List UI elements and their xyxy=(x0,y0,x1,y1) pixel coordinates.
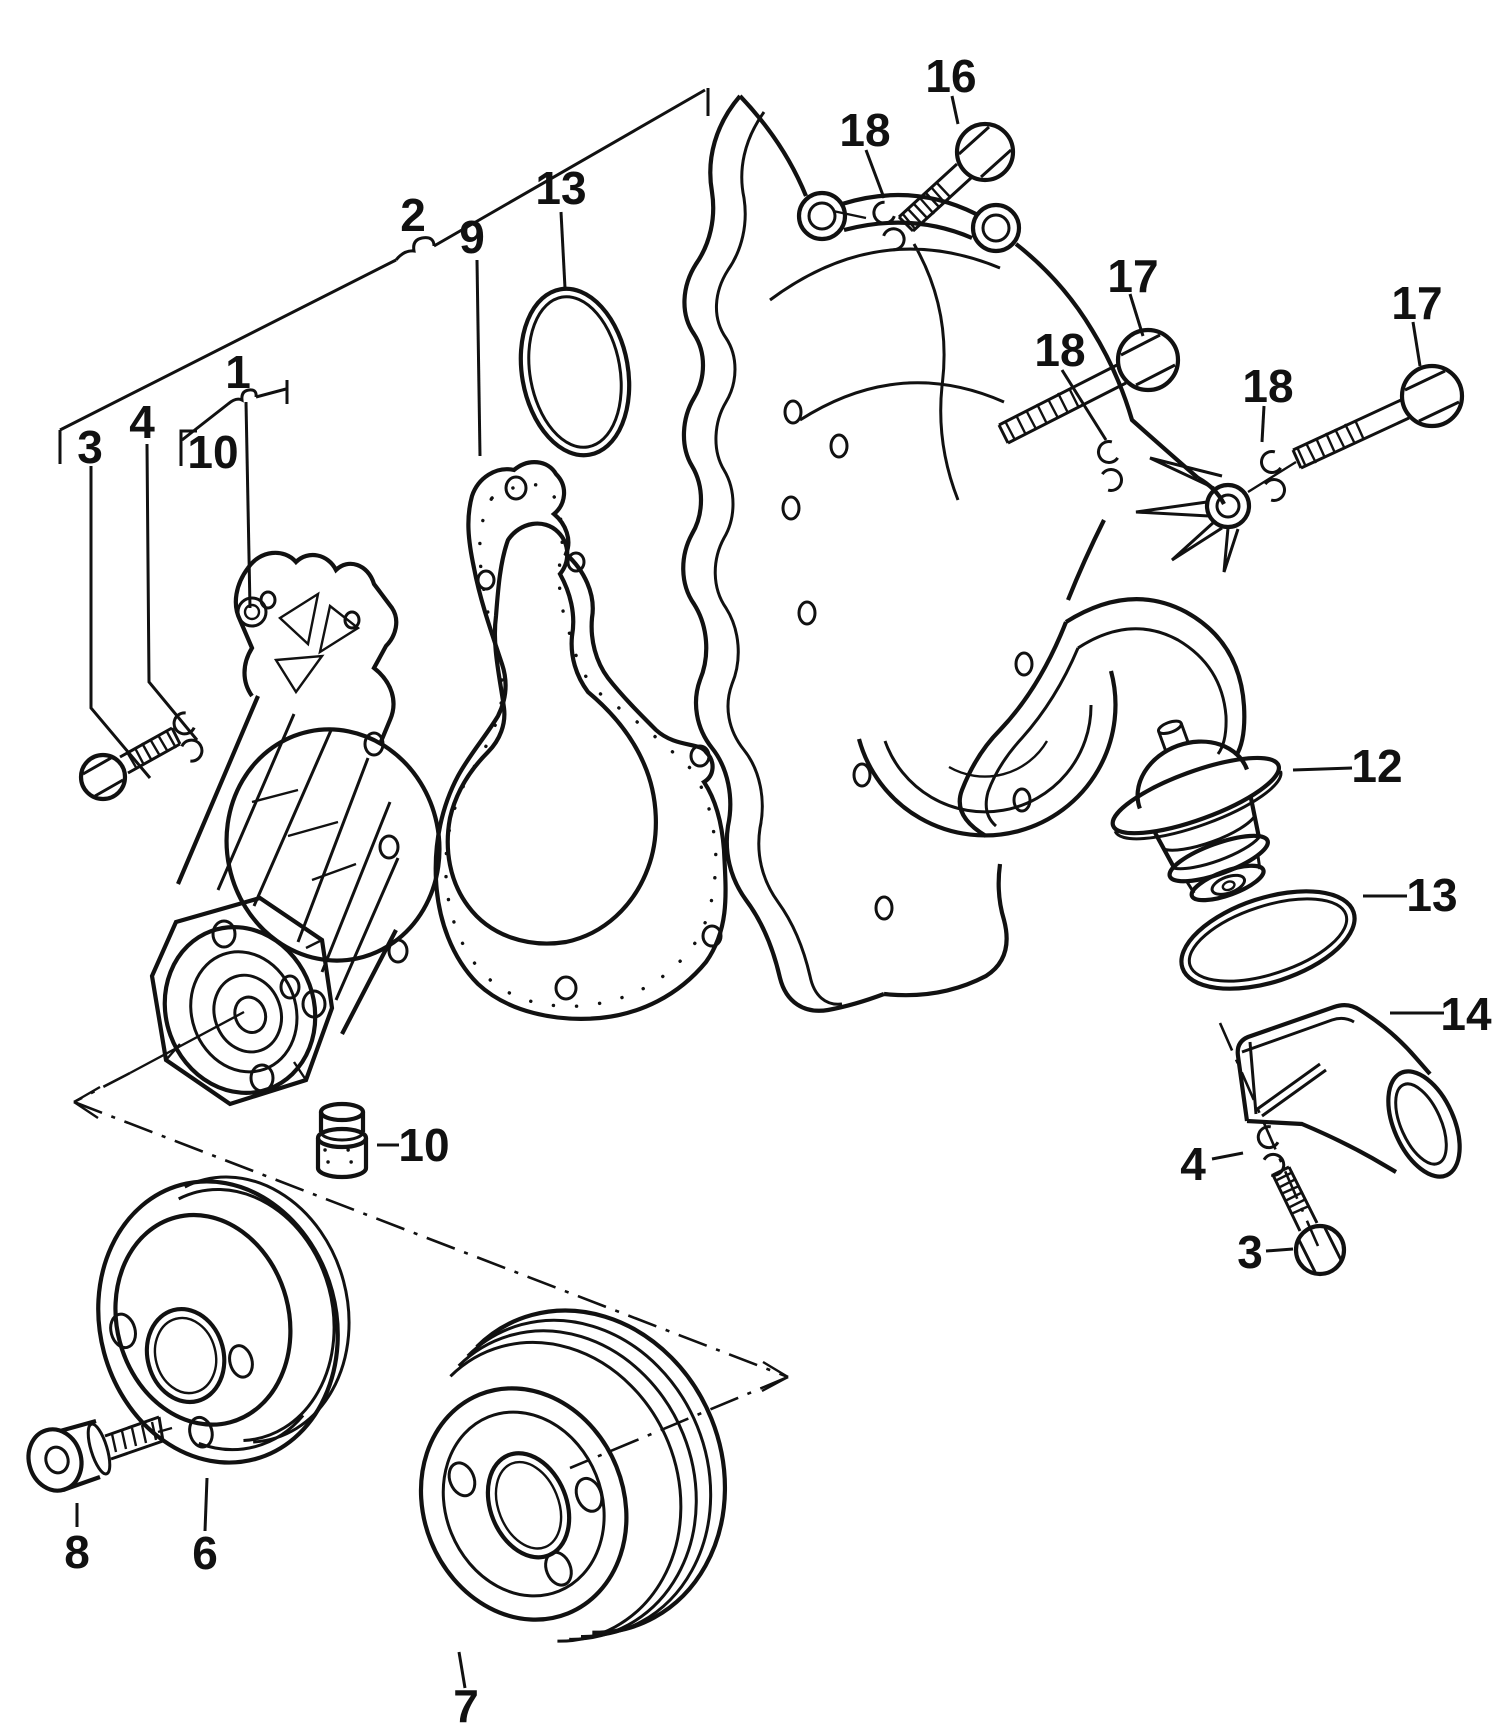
bolt-3-right xyxy=(1271,1165,1347,1277)
water-pump xyxy=(149,550,442,1107)
callout-4: 4 xyxy=(1180,1138,1206,1190)
callout-6: 6 xyxy=(192,1527,218,1579)
callout-17: 17 xyxy=(1391,277,1442,329)
leader-lines-top xyxy=(75,95,1444,1689)
callout-18: 18 xyxy=(839,104,890,156)
callout-3: 3 xyxy=(1237,1226,1263,1278)
bracket-group-2 xyxy=(58,88,710,464)
callout-14: 14 xyxy=(1440,988,1492,1040)
plug xyxy=(315,1101,369,1180)
leader-lines-left xyxy=(89,443,199,779)
callout-17: 17 xyxy=(1107,250,1158,302)
clip-18-middle xyxy=(1090,438,1130,494)
callout-1: 1 xyxy=(225,346,251,398)
callout-9: 9 xyxy=(459,211,485,263)
callout-12: 12 xyxy=(1351,740,1402,792)
callout-3: 3 xyxy=(77,421,103,473)
callout-18: 18 xyxy=(1242,360,1293,412)
bolt-8 xyxy=(26,1415,165,1493)
pulley-7 xyxy=(418,1308,728,1643)
callout-16: 16 xyxy=(925,50,976,102)
thermostat-cover xyxy=(1235,1002,1462,1179)
callout-18: 18 xyxy=(1034,324,1085,376)
pump-housing xyxy=(681,94,1252,1013)
clip-4-left xyxy=(165,709,211,765)
bolt-3-left xyxy=(78,726,182,802)
pulley-6 xyxy=(96,1175,351,1465)
callout-4: 4 xyxy=(129,396,155,448)
pump-hub xyxy=(162,925,318,1095)
bracket-group-1 xyxy=(179,380,289,609)
callout-10: 10 xyxy=(398,1119,449,1171)
bolt-16 xyxy=(897,121,1016,233)
callout-2: 2 xyxy=(400,189,426,241)
callout-13: 13 xyxy=(1406,869,1457,921)
assembly-centerlines xyxy=(73,1010,1320,1470)
thermostat xyxy=(1110,719,1283,903)
gasket xyxy=(433,460,728,1021)
bolt-17-right xyxy=(1291,363,1465,470)
callout-10: 10 xyxy=(187,426,238,478)
callout-7: 7 xyxy=(453,1680,479,1726)
bolt-17-middle xyxy=(997,327,1181,445)
o-ring-right xyxy=(1179,889,1357,991)
callout-8: 8 xyxy=(64,1526,90,1578)
o-ring-top xyxy=(518,286,632,458)
callout-13: 13 xyxy=(535,162,586,214)
